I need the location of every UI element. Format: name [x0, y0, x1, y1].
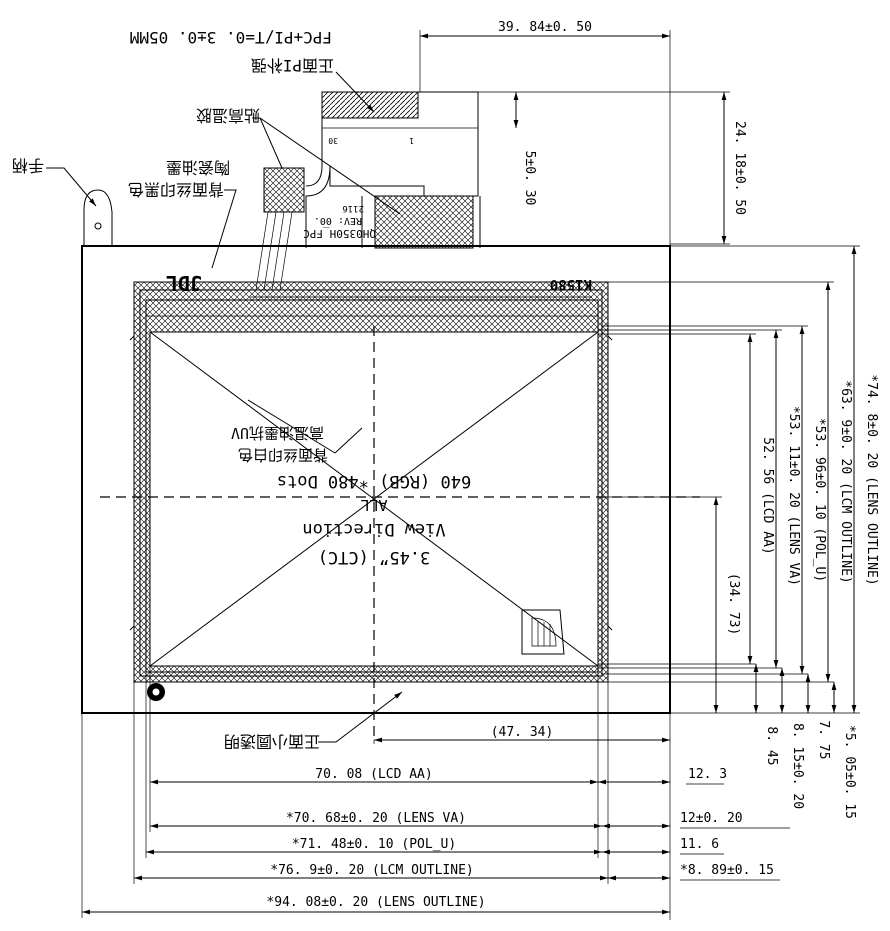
black-ink-line2: 陶瓷油墨 — [166, 158, 230, 177]
underlines — [680, 783, 790, 881]
fpc-code: QH0350H_FPC — [303, 227, 376, 240]
view-direction-value: ALL — [360, 496, 387, 514]
view-direction-text: View Direction — [302, 519, 445, 539]
dim-lens-outline-h: *74. 8±0. 20 (LENS OUTLINE) — [864, 374, 879, 585]
top-callouts: FPC+PI/T=0. 3±0. 05MM 正面PI补强 贴高温胶 手柄 背面丝… — [12, 28, 401, 269]
dim-pol-u-w: *71. 48±0. 10 (POL_U) — [292, 837, 456, 852]
center-text-group: 640 (RGB) *480 Dots ALL View Direction 3… — [277, 471, 471, 567]
dim-right: *74. 8±0. 20 (LENS OUTLINE) *63. 9±0. 20… — [598, 245, 879, 819]
fpc-pin-right: 1 — [409, 136, 414, 145]
dim-center-h: (47. 34) — [491, 725, 554, 740]
logo-right: K1580 — [550, 276, 592, 292]
white-ink-callout: 背面丝印白色 高温油墨抗UV — [231, 399, 363, 464]
logo-left: JDL — [166, 271, 202, 295]
dim-right-12-3: 12. 3 — [688, 767, 727, 782]
dim-bottom: (47. 34) 70. 08 (LCD AA) 12. 3 *70. 68±0… — [81, 666, 774, 920]
dim-lcm-outline-w: *76. 9±0. 20 (LCM OUTLINE) — [270, 863, 474, 878]
resolution-text: 640 (RGB) *480 Dots — [277, 471, 471, 491]
transparent-small-label: 正面小圆透明 — [224, 732, 320, 751]
dim-bottom-7-75: 7. 75 — [816, 720, 831, 759]
white-ink-line2: 高温油墨抗UV — [231, 424, 324, 442]
dim-lcm-outline-h: *63. 9±0. 20 (LCM OUTLINE) — [838, 380, 853, 584]
pull-tab-hole — [94, 222, 102, 230]
fpc-date: 2116 — [342, 203, 364, 213]
dim-bottom-8-45: 8. 45 — [764, 726, 779, 765]
lens-outline — [81, 189, 671, 714]
dim-right-12: 12±0. 20 — [680, 811, 743, 826]
pull-tab — [83, 189, 113, 246]
dim-fpc-offset: 5±0. 30 — [522, 151, 537, 206]
inner-connector-mark — [521, 609, 565, 655]
fpc-thickness-label: FPC+PI/T=0. 3±0. 05MM — [130, 28, 332, 47]
dim-lcd-aa-h: 52. 56 (LCD AA) — [760, 437, 775, 554]
fpc-rev: REV: 00. — [314, 215, 362, 226]
dim-fpc-width: 39. 84±0. 50 — [498, 20, 592, 35]
dim-center-v: (34. 73) — [726, 573, 741, 636]
pull-tab-label: 手柄 — [12, 156, 44, 175]
dim-bottom-8-15: 8. 15±0. 20 — [790, 723, 805, 809]
bottom-callout: 正面小圆透明 — [224, 691, 403, 751]
dim-lens-outline-w: *94. 08±0. 20 (LENS OUTLINE) — [266, 895, 485, 910]
dim-pol-u-h: *53. 96±0. 10 (POL_U) — [812, 418, 827, 582]
fpc-tape-right — [374, 195, 474, 249]
dim-right-11-6: 11. 6 — [680, 837, 719, 852]
high-temp-tape-label: 贴高温胶 — [196, 106, 260, 125]
white-ink-line1: 背面丝印白色 — [238, 446, 328, 464]
size-text: 3.45” (CTC) — [318, 547, 431, 567]
dim-lens-va-h: *53. 11±0. 20 (LENS VA) — [786, 406, 801, 586]
dim-fpc: 39. 84±0. 50 24. 18±0. 50 5±0. 30 — [419, 20, 747, 246]
dim-lens-va-w: *70. 68±0. 20 (LENS VA) — [286, 811, 466, 826]
dim-right-8-89: *8. 89±0. 15 — [680, 863, 774, 878]
dim-bottom-5-05: *5. 05±0. 15 — [842, 725, 857, 819]
fpc-pin-left: 30 — [328, 136, 338, 145]
black-ink-line1: 背面丝印黑色 — [128, 180, 224, 199]
fpc-cable: 30 1 QH0350H_FPC REV: 00. 2116 — [255, 91, 481, 291]
fpc-tape-left — [263, 167, 305, 213]
dim-lcd-aa-w: 70. 08 (LCD AA) — [315, 767, 432, 782]
dim-fpc-length: 24. 18±0. 50 — [732, 121, 747, 215]
pi-stiffener-label: 正面PI补强 — [251, 56, 334, 75]
pi-stiffener-area — [321, 91, 419, 119]
